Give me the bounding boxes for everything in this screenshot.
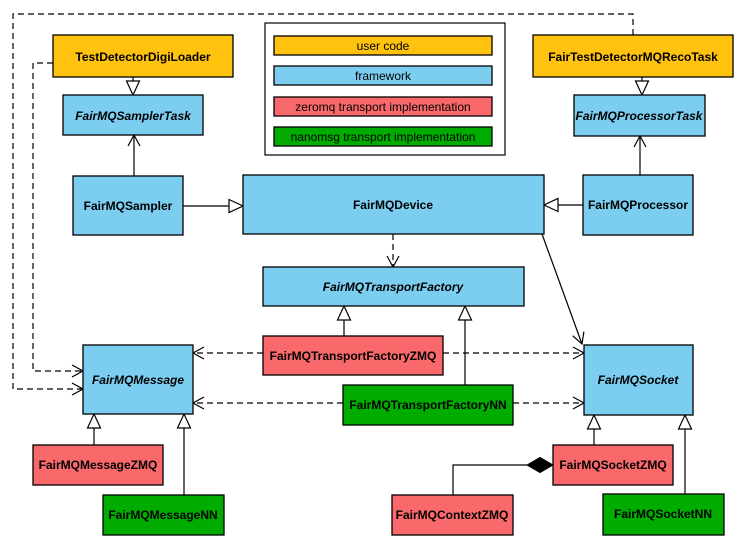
node-fairmq-sampler-task: FairMQSamplerTask <box>62 94 204 136</box>
node-fairmq-socket-nn: FairMQSocketNN <box>602 493 725 536</box>
legend-label-user-code: user code <box>357 39 410 53</box>
node-label: FairMQSocketZMQ <box>559 458 666 472</box>
legend-label-zeromq: zeromq transport implementation <box>295 100 470 114</box>
node-box <box>262 266 525 307</box>
node-label: FairMQProcessorTask <box>576 109 704 123</box>
node-box <box>552 444 674 486</box>
legend-swatch-framework <box>273 65 493 86</box>
legend-swatch-nanomsg <box>273 126 493 147</box>
node-label: TestDetectorDigiLoader <box>75 50 210 64</box>
node-fairmq-processor-task: FairMQProcessorTask <box>573 94 706 137</box>
node-box <box>32 444 164 486</box>
node-fairmq-transport-factory: FairMQTransportFactory <box>262 266 525 307</box>
legend-label-nanomsg: nanomsg transport implementation <box>291 130 476 144</box>
node-fair-test-detector-mq-reco-task: FairTestDetectorMQRecoTask <box>532 34 734 78</box>
node-box <box>342 384 514 426</box>
node-box <box>262 335 444 376</box>
edge-composition-socketzmq-contextzmq <box>452 464 527 495</box>
node-box <box>102 494 225 536</box>
node-label: FairMQTransportFactoryZMQ <box>270 349 437 363</box>
node-label: FairMQContextZMQ <box>396 508 509 522</box>
node-fairmq-message-zmq: FairMQMessageZMQ <box>32 444 164 486</box>
node-box <box>52 34 234 78</box>
node-box <box>242 174 545 235</box>
legend-swatch-user-code <box>273 35 493 56</box>
node-box <box>573 94 706 137</box>
node-box <box>72 175 184 236</box>
node-fairmq-socket: FairMQSocket <box>583 344 694 416</box>
node-label: FairMQMessage <box>92 373 184 387</box>
legend: user code framework zeromq transport imp… <box>264 22 506 156</box>
node-box <box>602 493 725 536</box>
edge-dependency-digiloader-message <box>32 62 85 378</box>
node-label: FairMQProcessor <box>588 198 688 212</box>
node-box <box>391 494 514 536</box>
edge-association-device-socket <box>541 233 585 346</box>
node-fairmq-socket-zmq: FairMQSocketZMQ <box>552 444 674 486</box>
node-box <box>82 344 194 415</box>
legend-swatch-zeromq <box>273 96 493 117</box>
node-box <box>532 34 734 78</box>
node-box <box>583 344 694 416</box>
node-fairmq-transport-factory-nn: FairMQTransportFactoryNN <box>342 384 514 426</box>
node-box <box>62 94 204 136</box>
legend-label-framework: framework <box>355 69 412 83</box>
node-fairmq-transport-factory-zmq: FairMQTransportFactoryZMQ <box>262 335 444 376</box>
node-label: FairMQSamplerTask <box>75 109 192 123</box>
node-fairmq-processor: FairMQProcessor <box>582 174 694 236</box>
node-fairmq-context-zmq: FairMQContextZMQ <box>391 494 514 536</box>
node-label: FairMQDevice <box>353 198 433 212</box>
edge-dependency-recotask-message <box>12 13 634 396</box>
node-fairmq-message-nn: FairMQMessageNN <box>102 494 225 536</box>
node-label: FairMQSampler <box>84 199 173 213</box>
node-fairmq-device: FairMQDevice <box>242 174 545 235</box>
node-label: FairMQSocket <box>598 373 680 387</box>
node-label: FairMQTransportFactoryNN <box>349 398 506 412</box>
node-fairmq-message: FairMQMessage <box>82 344 194 415</box>
node-box <box>582 174 694 236</box>
node-fairmq-sampler: FairMQSampler <box>72 175 184 236</box>
node-label: FairMQMessageZMQ <box>39 458 158 472</box>
composition-diamond-icon <box>525 456 555 474</box>
node-label: FairMQMessageNN <box>108 508 217 522</box>
node-test-detector-digi-loader: TestDetectorDigiLoader <box>52 34 234 78</box>
node-label: FairMQTransportFactory <box>323 280 465 294</box>
node-label: FairMQSocketNN <box>614 507 712 521</box>
node-label: FairTestDetectorMQRecoTask <box>548 50 718 64</box>
